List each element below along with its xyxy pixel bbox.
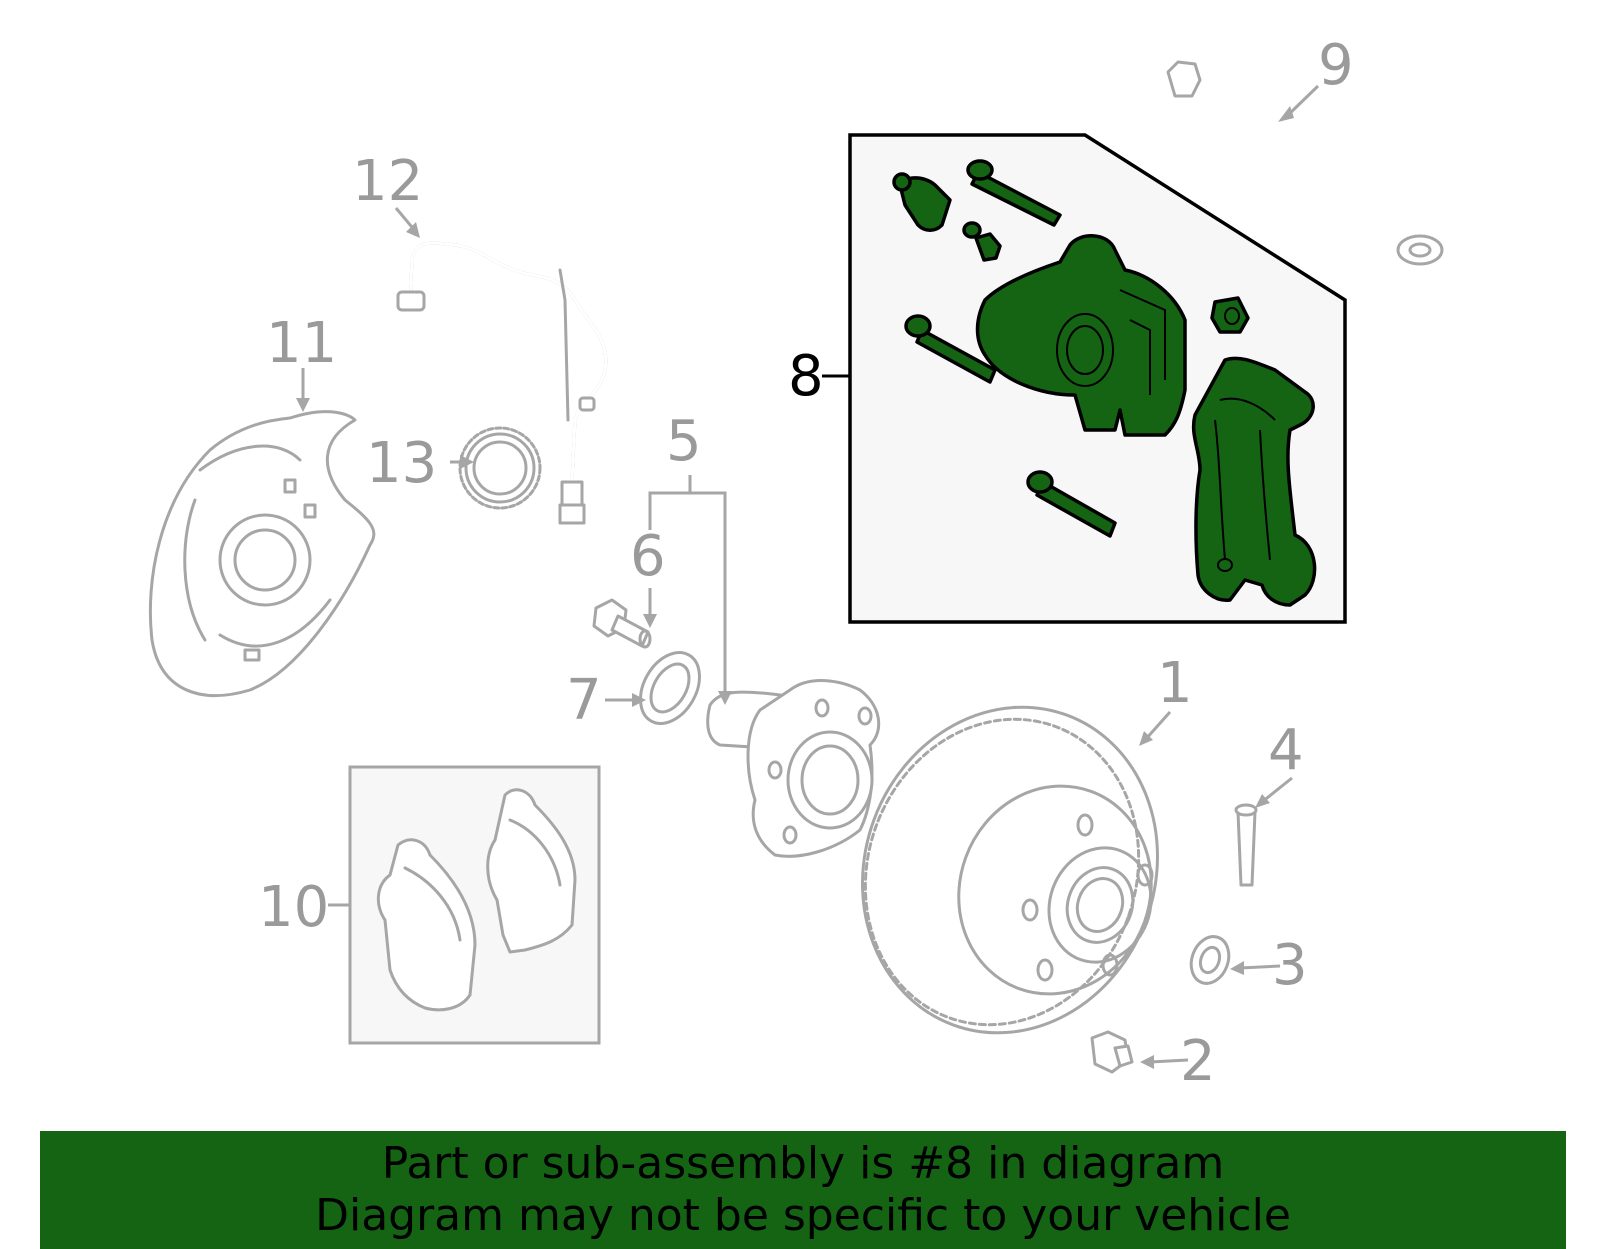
callout-4: 4 [1268, 718, 1304, 783]
callout-11: 11 [266, 311, 337, 376]
callout-6: 6 [630, 524, 666, 589]
part-13-tone-ring[interactable] [458, 426, 542, 510]
part-10-brake-pad-set[interactable] [348, 765, 601, 1045]
callout-8: 8 [788, 344, 824, 409]
part-4-stud[interactable] [1234, 803, 1258, 887]
callout-9: 9 [1318, 33, 1354, 98]
banner-line-1: Part or sub-assembly is #8 in diagram [381, 1138, 1225, 1189]
part-9-brake-hose[interactable] [1166, 60, 1444, 266]
part-8-caliper-assembly[interactable] [848, 133, 1347, 624]
callout-labels: 9 12 11 13 5 6 7 1 4 3 2 10 8 [258, 33, 1354, 1094]
callout-12: 12 [352, 149, 423, 214]
part-6-bolt[interactable] [592, 598, 652, 649]
banner-line-2: Diagram may not be specific to your vehi… [315, 1190, 1291, 1241]
part-7-seal[interactable] [628, 642, 711, 734]
callout-13: 13 [366, 431, 437, 496]
callout-3: 3 [1272, 933, 1308, 998]
callout-7: 7 [566, 668, 602, 733]
callout-10: 10 [258, 875, 329, 940]
part-5-hub[interactable] [706, 679, 881, 858]
leader-lines [296, 84, 1320, 1069]
part-1-brake-rotor[interactable] [817, 665, 1202, 1074]
part-3-nut[interactable] [1185, 931, 1235, 988]
part-12-abs-sensor-wire[interactable] [396, 241, 608, 525]
part-2-nut[interactable] [1090, 1030, 1134, 1074]
callout-5: 5 [666, 409, 702, 474]
callout-1: 1 [1157, 651, 1193, 716]
callout-2: 2 [1180, 1029, 1216, 1094]
part-11-backing-plate[interactable] [148, 410, 376, 698]
info-banner: Part or sub-assembly is #8 in diagram Di… [40, 1131, 1566, 1249]
